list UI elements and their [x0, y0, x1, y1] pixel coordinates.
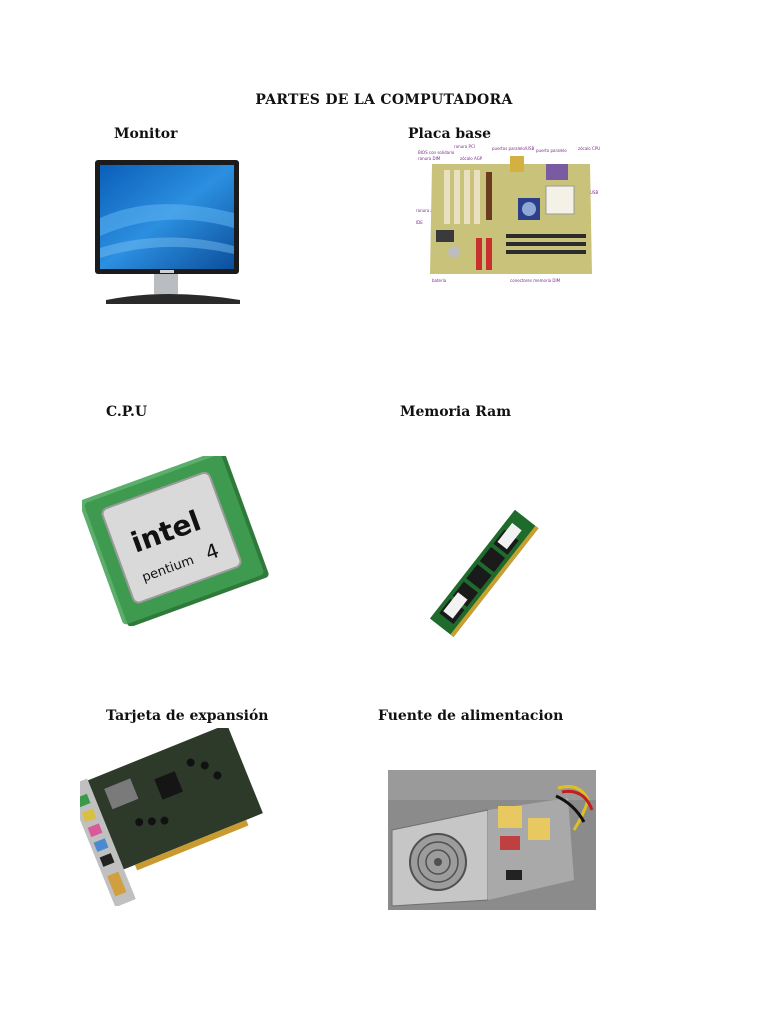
- callout-amr: ranura AMR: [416, 208, 440, 213]
- callout-cpu-socket: zócalo CPU: [578, 146, 600, 151]
- expansion-card-image: [80, 728, 272, 906]
- callout-ide: IDE: [416, 220, 423, 225]
- callout-dim: ranura DIM: [418, 156, 441, 161]
- cpu-image: intel pentium 4: [82, 456, 272, 626]
- power-supply-label: Fuente de alimentacion: [378, 708, 564, 724]
- callout-dimm: conectores memoria DIM: [510, 278, 561, 283]
- callout-pci: ranura PCI: [454, 144, 475, 149]
- callout-parallel: puerto paralelo: [536, 148, 567, 153]
- callout-bios: BIOS con solidario: [418, 150, 455, 155]
- monitor-label: Monitor: [114, 126, 178, 142]
- ram-image: [418, 504, 552, 644]
- power-supply-image: [388, 770, 596, 910]
- callout-usb: USB: [590, 190, 598, 195]
- callout-agp: zócalo AGP: [460, 156, 483, 161]
- page-title: PARTES DE LA COMPUTADORA: [255, 92, 513, 108]
- cpu-label: C.P.U: [106, 404, 148, 420]
- ram-label: Memoria Ram: [400, 404, 512, 420]
- expansion-card-label: Tarjeta de expansión: [106, 708, 269, 724]
- callout-ports: puertos paralelo/USB: [492, 146, 535, 151]
- motherboard-image: ranura PCI BIOS con solidario ranura DIM…: [414, 142, 606, 292]
- monitor-image: [94, 158, 244, 306]
- motherboard-label: Placa base: [408, 126, 492, 142]
- callout-battery: batería: [432, 278, 447, 283]
